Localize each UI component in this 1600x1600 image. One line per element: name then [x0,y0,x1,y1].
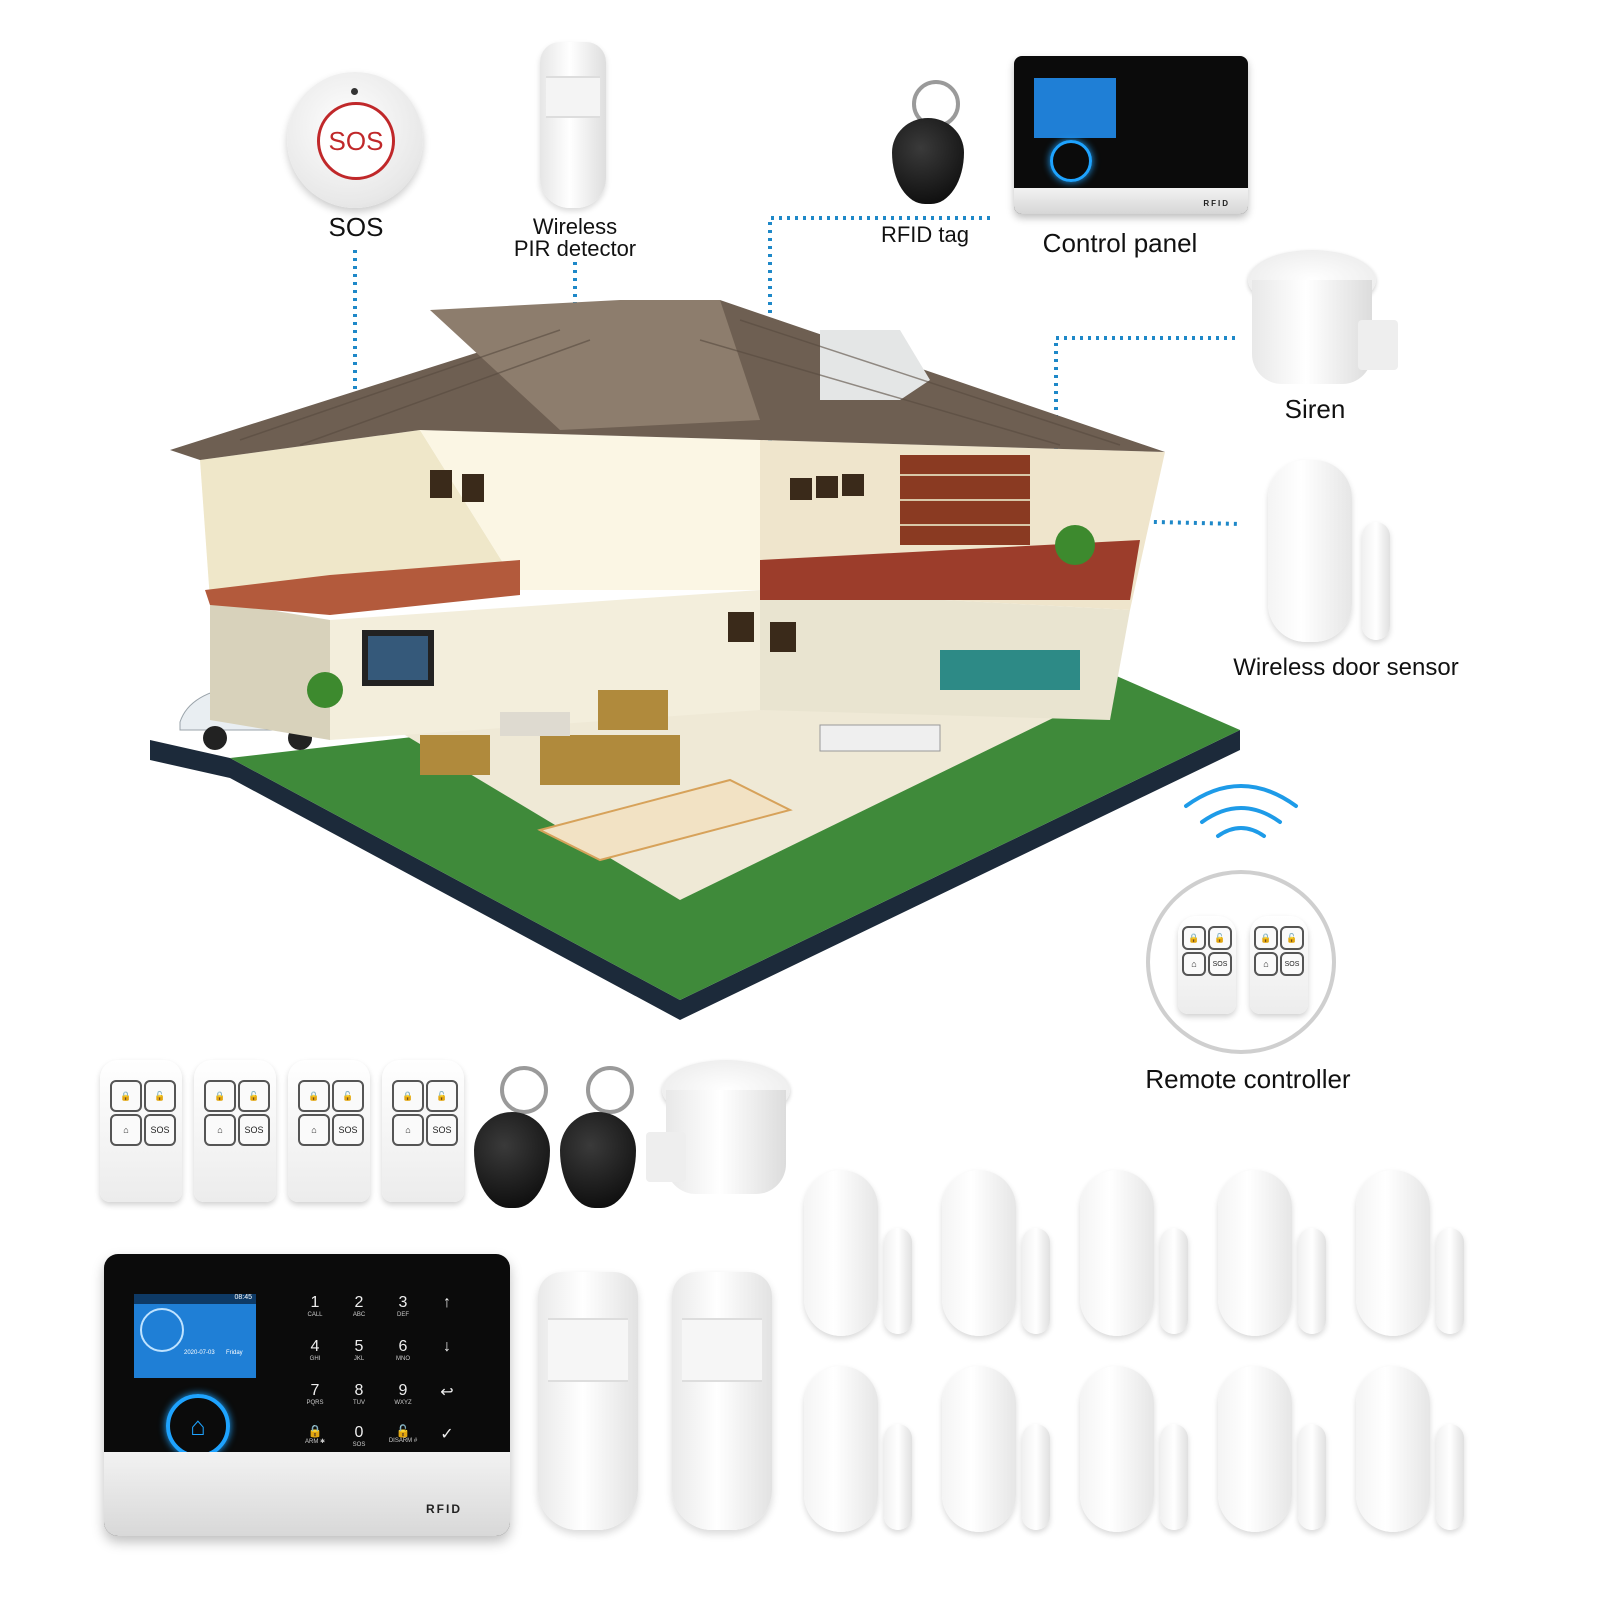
door-sensor-icon [942,1170,1016,1336]
panel-screen-time: 08:45 [234,1294,252,1301]
sos-button-icon: SOS [287,72,423,208]
pir-sensor-icon [538,1272,638,1530]
remote-control-icon: 🔒🔓 ⌂SOS [194,1060,276,1202]
sos-button-text: SOS [328,125,384,156]
control-panel-icon: RFID [1014,56,1248,214]
rfid-tag-icon [560,1112,636,1208]
control-panel-small-rfid: RFID [1203,199,1230,208]
keypad-key[interactable]: 🔓DISARM # [388,1424,418,1444]
panel-screen-day: Friday [226,1350,243,1356]
door-sensor-magnet [1160,1424,1188,1530]
panel-rfid-mark: RFID [426,1502,462,1516]
door-sensor-icon [1218,1170,1292,1336]
door-sensor-magnet [1160,1228,1188,1334]
door-sensor-magnet [1298,1424,1326,1530]
door-sensor-icon [942,1366,1016,1532]
door-sensor-label: Wireless door sensor [1233,654,1459,681]
rfid-tag-icon [474,1112,550,1208]
rfid-tag-icon [892,118,964,204]
door-sensor-magnet [1022,1228,1050,1334]
pir-sensor-icon [672,1272,772,1530]
siren-icon [646,1060,796,1200]
door-sensor-magnet [884,1424,912,1530]
remote-controller-label: Remote controller [1145,1064,1351,1094]
panel-screen: 08:45 2020-07-03 Friday [134,1294,256,1378]
door-sensor-icon [1356,1366,1430,1532]
door-sensor-icon [804,1366,878,1532]
remote-control-icon: 🔒 🔓 ⌂ SOS [1178,916,1236,1014]
siren-icon [1248,250,1398,390]
door-sensor-icon [1080,1366,1154,1532]
control-panel-label: Control panel [1042,228,1198,258]
rfid-tag-ring [586,1066,634,1114]
keypad-key[interactable]: ↑ [443,1294,451,1311]
keypad-key[interactable]: ✓ [440,1426,454,1443]
siren-label: Siren [1284,394,1346,424]
door-sensor-icon [1356,1170,1430,1336]
pir-sensor-icon [540,42,606,208]
door-sensor-magnet [1436,1228,1464,1334]
door-sensor-icon [804,1170,878,1336]
rfid-tag-label: RFID tag [880,222,970,247]
panel-base [104,1452,510,1536]
door-sensor-magnet [1022,1424,1050,1530]
remote-control-icon: 🔒🔓 ⌂SOS [100,1060,182,1202]
door-sensor-icon [1080,1170,1154,1336]
keypad-key[interactable]: 🔒ARM ✱ [304,1424,326,1445]
pir-label-line2: PIR detector [513,236,637,261]
sos-label: SOS [328,212,384,242]
keypad-key[interactable]: ↩ [440,1384,454,1401]
door-sensor-magnet [884,1228,912,1334]
keypad-key[interactable]: ↓ [443,1338,451,1355]
door-sensor-icon [1268,460,1352,642]
pir-label-line1: Wireless [532,214,618,239]
remote-control-icon: 🔒🔓 ⌂SOS [288,1060,370,1202]
door-sensor-icon [1218,1366,1292,1532]
remote-control-icon: 🔒🔓 ⌂SOS [382,1060,464,1202]
panel-screen-date: 2020-07-03 [184,1350,215,1356]
rfid-tag-ring [500,1066,548,1114]
door-sensor-magnet [1298,1228,1326,1334]
door-sensor-magnet [1436,1424,1464,1530]
home-button[interactable]: ⌂ [166,1394,230,1458]
remote-control-icon: 🔒 🔓 ⌂ SOS [1250,916,1308,1014]
remote-controller-group: 🔒 🔓 ⌂ SOS 🔒 🔓 ⌂ SOS [1146,870,1336,1054]
door-sensor-magnet [1362,522,1390,640]
